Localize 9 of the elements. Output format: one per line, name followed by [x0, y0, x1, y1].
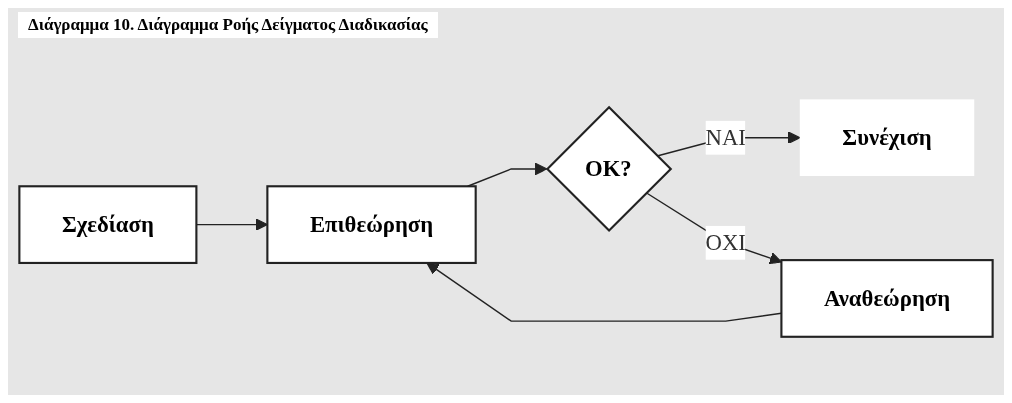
node-box: Συνέχιση [799, 99, 975, 177]
node-diamond: OK? [545, 106, 673, 233]
edge-label: ΟΧΙ [705, 230, 746, 255]
node-box: Αναθεώρηση [780, 259, 994, 339]
diagram-title: Διάγραμμα 10. Διάγραμμα Ροής Δείγματος Διαδικασίας [18, 12, 438, 38]
arrow [645, 192, 782, 265]
edge-label: ΝΑΙ [705, 125, 746, 150]
node-box: Σχεδίαση [18, 185, 198, 265]
node-box: Επιθεώρηση [266, 185, 477, 265]
